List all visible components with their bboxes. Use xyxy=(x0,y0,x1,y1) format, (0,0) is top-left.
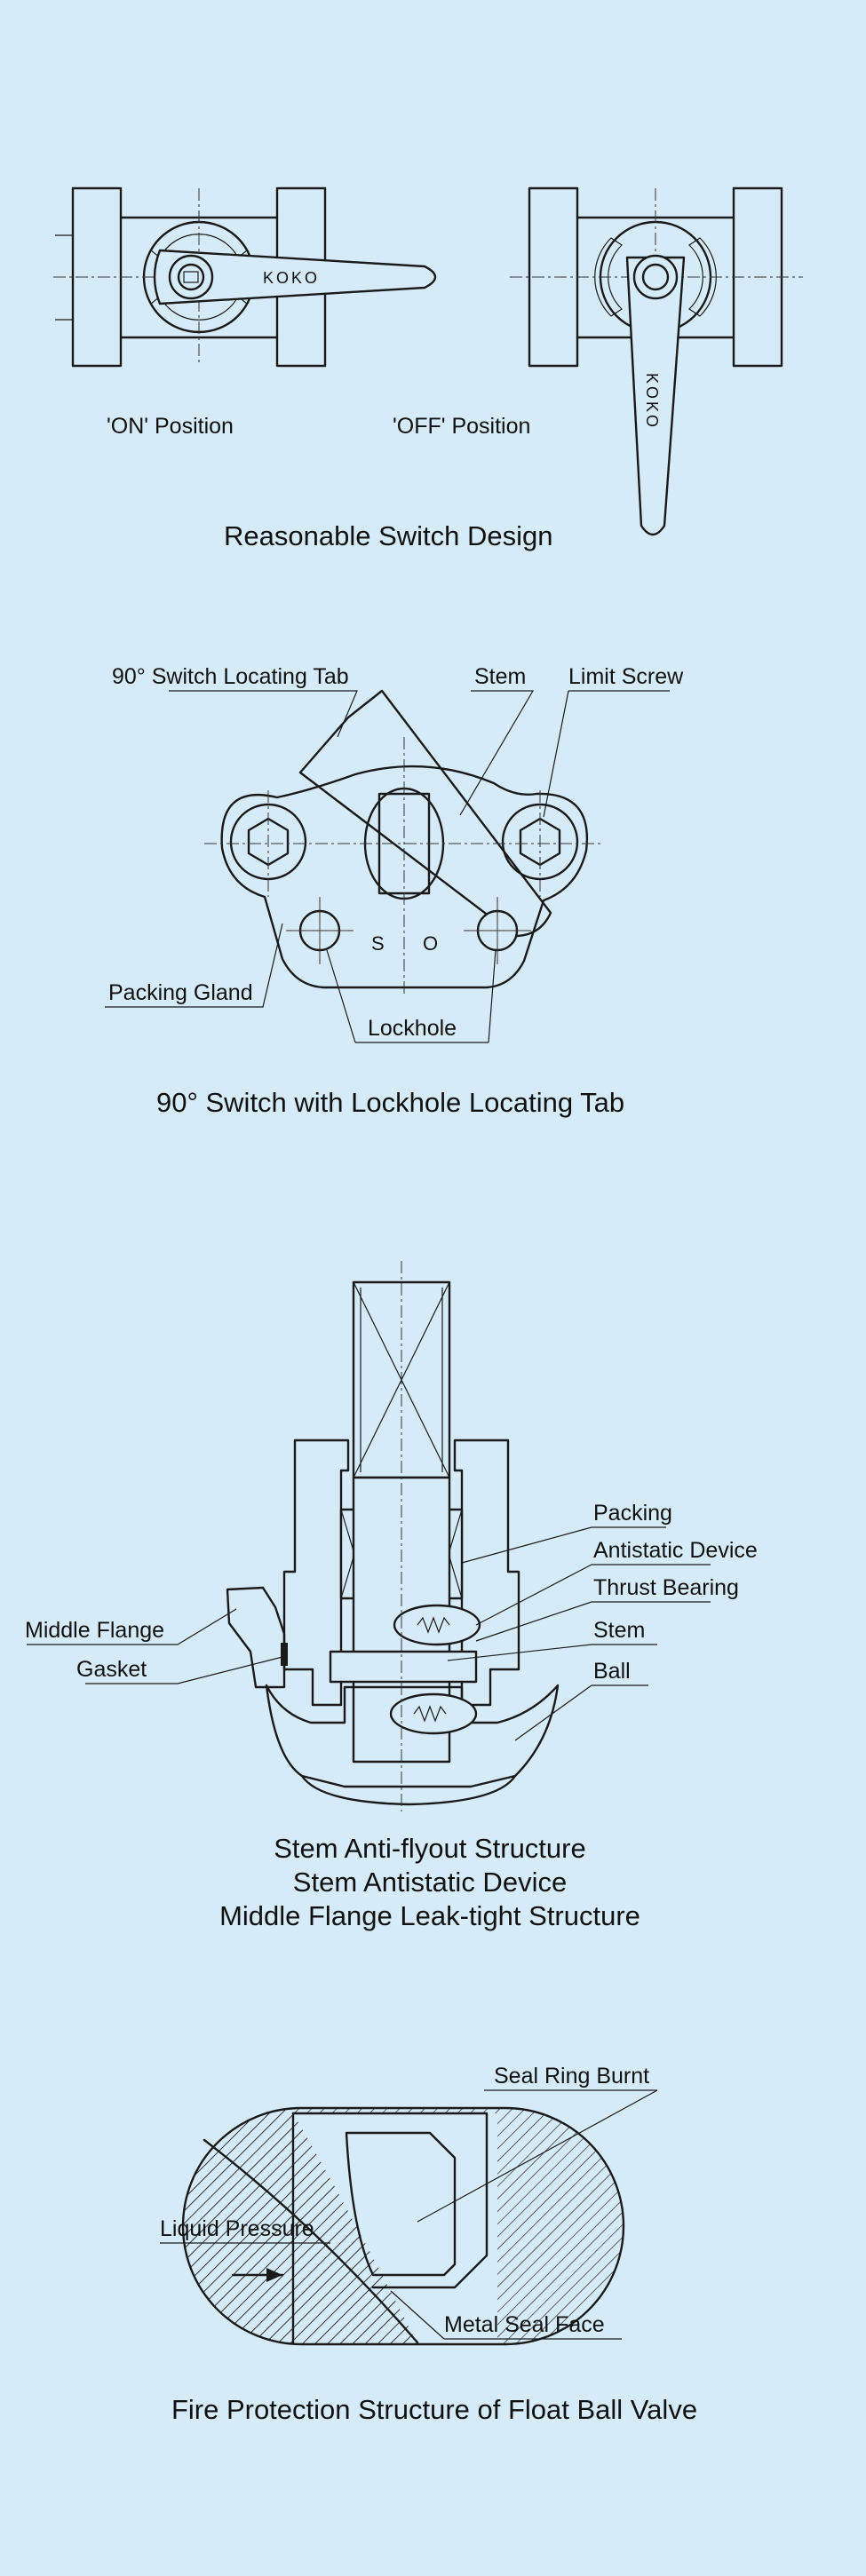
off-position-valve: KOKO xyxy=(510,186,803,536)
stem-caption-2: Stem Antistatic Device xyxy=(293,1867,567,1898)
label-liquid-pressure: Liquid Pressure xyxy=(160,2216,314,2241)
switch-design-diagram: KOKO KOKO 'ON' Position 'OFF' Position R… xyxy=(53,186,803,551)
label-seal-ring-burnt: Seal Ring Burnt xyxy=(494,2064,649,2089)
stem-structure-diagram: Packing Antistatic Device Thrust Bearing… xyxy=(25,1261,758,1931)
label-middle-flange: Middle Flange xyxy=(25,1618,164,1643)
label-packing-gland: Packing Gland xyxy=(108,980,253,1005)
lockhole-caption: 90° Switch with Lockhole Locating Tab xyxy=(156,1087,624,1118)
switch-design-caption: Reasonable Switch Design xyxy=(224,520,553,551)
mark-s: S xyxy=(371,932,385,955)
stem-caption-3: Middle Flange Leak-tight Structure xyxy=(219,1900,640,1931)
on-position-label: 'ON' Position xyxy=(107,414,234,439)
label-ball: Ball xyxy=(593,1659,631,1684)
on-position-valve: KOKO xyxy=(53,186,437,368)
label-stem-2: Stem xyxy=(593,1618,645,1643)
label-antistatic: Antistatic Device xyxy=(593,1538,758,1563)
lockhole-tab-diagram: S O 90° Switch Locating Tab Stem Limit S… xyxy=(105,664,684,1118)
on-handle xyxy=(153,249,437,305)
off-brand-mark: KOKO xyxy=(643,373,661,430)
label-gasket: Gasket xyxy=(76,1657,147,1682)
mark-o: O xyxy=(423,932,438,955)
off-handle xyxy=(625,256,686,536)
fire-protection-diagram: Seal Ring Burnt Liquid Pressure Metal Se… xyxy=(160,2064,697,2425)
label-locating-tab: 90° Switch Locating Tab xyxy=(112,664,349,689)
label-lockhole: Lockhole xyxy=(368,1016,457,1041)
label-limit-screw: Limit Screw xyxy=(568,664,684,689)
label-packing: Packing xyxy=(593,1501,672,1526)
label-stem: Stem xyxy=(474,664,526,689)
on-brand-mark: KOKO xyxy=(263,269,320,287)
off-position-label: 'OFF' Position xyxy=(393,414,530,439)
fire-caption: Fire Protection Structure of Float Ball … xyxy=(171,2394,697,2425)
label-metal-seal-face: Metal Seal Face xyxy=(444,2312,605,2337)
label-thrust-bearing: Thrust Bearing xyxy=(593,1575,739,1600)
stem-caption-1: Stem Anti-flyout Structure xyxy=(274,1833,585,1864)
